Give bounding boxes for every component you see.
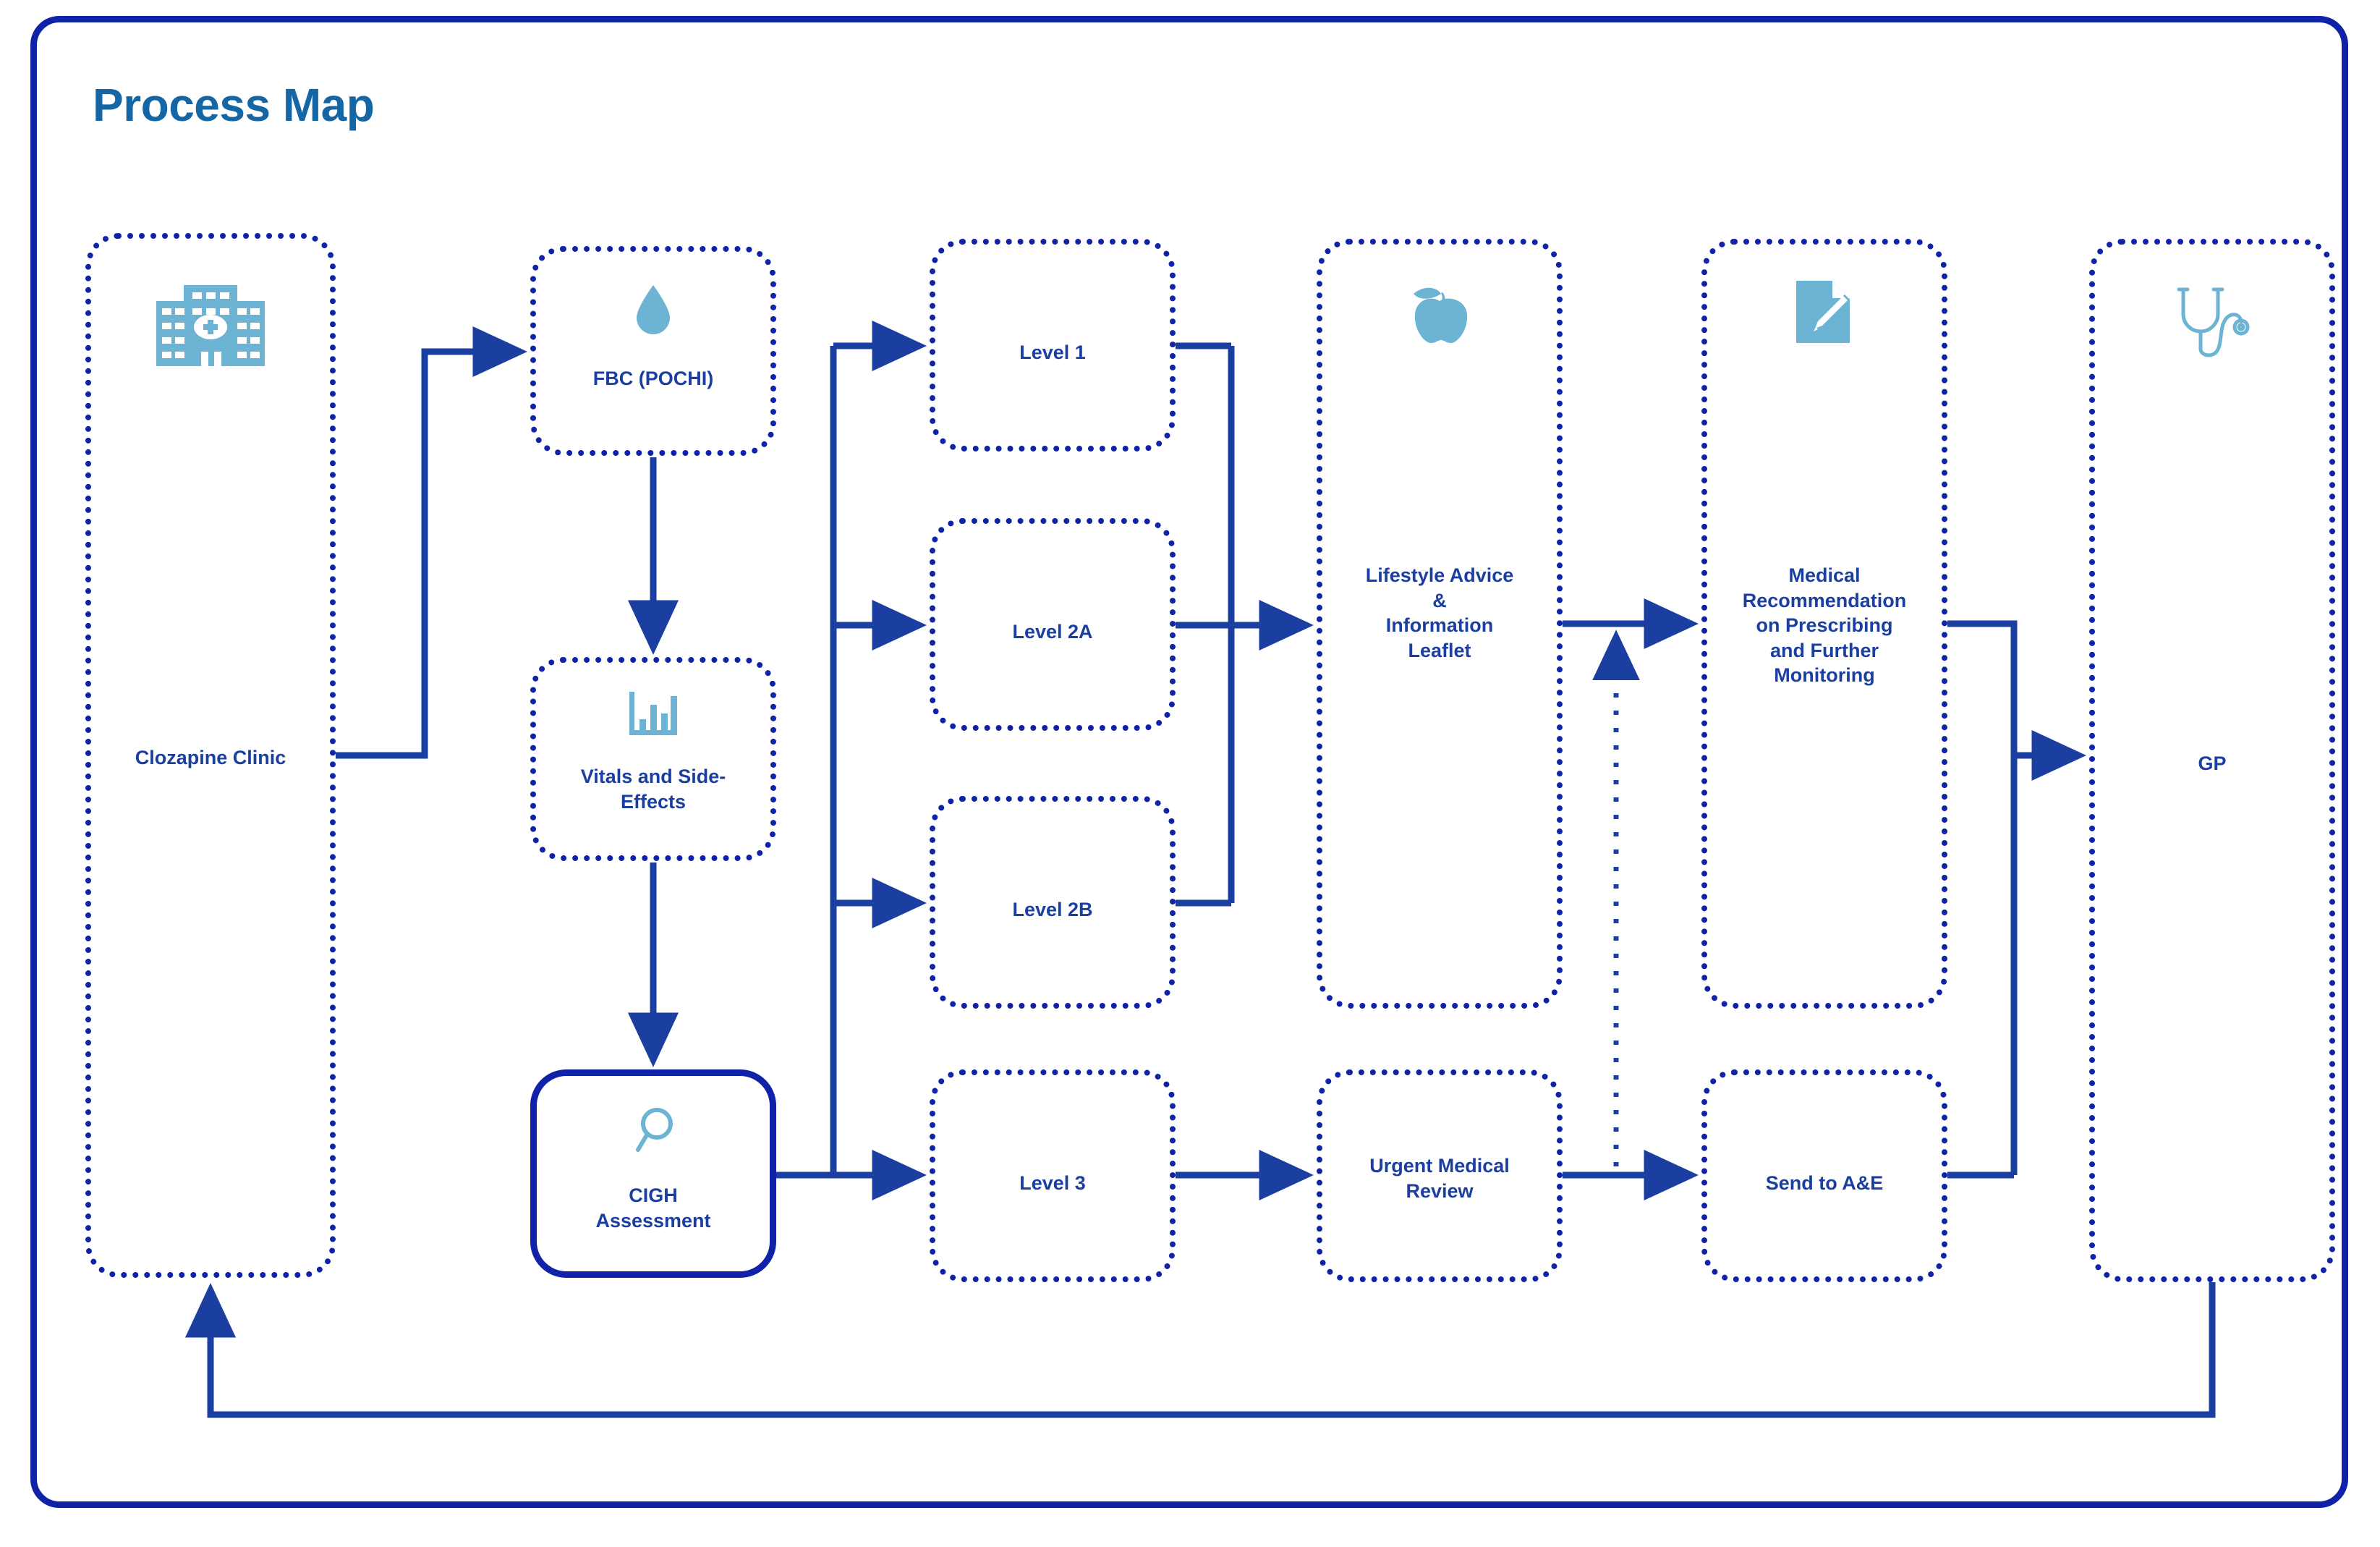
page-title: Process Map — [93, 79, 375, 131]
node-label: Clozapine Clinic — [135, 747, 286, 768]
node-cigh-assessment[interactable]: CIGH Assessment — [530, 1069, 776, 1278]
node-label: Medical Recommendation on Prescribing an… — [1742, 564, 1907, 687]
node-send-to-ae[interactable]: Send to A&E — [1701, 1069, 1947, 1282]
node-label: Level 3 — [1019, 1172, 1086, 1194]
node-level-2b[interactable]: Level 2B — [930, 796, 1176, 1009]
hospital-icon — [91, 282, 330, 376]
node-level-1[interactable]: Level 1 — [930, 239, 1176, 452]
bar-chart-icon — [536, 690, 770, 742]
node-level-3[interactable]: Level 3 — [930, 1069, 1176, 1282]
node-urgent-medical-review[interactable]: Urgent Medical Review — [1317, 1069, 1563, 1282]
node-label: Level 2A — [1012, 621, 1093, 643]
stethoscope-icon — [2095, 282, 2329, 363]
apple-icon — [1322, 279, 1557, 346]
diagram-frame — [30, 16, 2348, 1508]
node-lifestyle-advice-and-information-leaflet[interactable]: Lifestyle Advice & Information Leaflet — [1317, 239, 1563, 1009]
node-medical-recommendation[interactable]: Medical Recommendation on Prescribing an… — [1701, 239, 1947, 1009]
node-clozapine-clinic[interactable]: Clozapine Clinic — [85, 233, 336, 1278]
node-label: Level 2B — [1012, 899, 1093, 920]
node-label: Level 1 — [1019, 342, 1086, 363]
node-label: Urgent Medical Review — [1369, 1155, 1510, 1202]
document-pen-icon — [1707, 279, 1942, 346]
node-gp[interactable]: GP — [2089, 239, 2335, 1282]
magnifier-icon — [537, 1106, 770, 1156]
water-drop-icon — [536, 284, 770, 337]
node-label: Lifestyle Advice & Information Leaflet — [1365, 564, 1514, 661]
node-vitals-and-side-effects[interactable]: Vitals and Side- Effects — [530, 657, 776, 861]
node-level-2a[interactable]: Level 2A — [930, 518, 1176, 731]
node-label: Send to A&E — [1765, 1172, 1884, 1194]
node-label: GP — [2198, 753, 2227, 774]
node-label: FBC (POCHI) — [592, 368, 714, 389]
node-label: CIGH Assessment — [595, 1184, 711, 1232]
node-label: Vitals and Side- Effects — [580, 766, 726, 813]
node-fbc-pochi[interactable]: FBC (POCHI) — [530, 246, 776, 456]
